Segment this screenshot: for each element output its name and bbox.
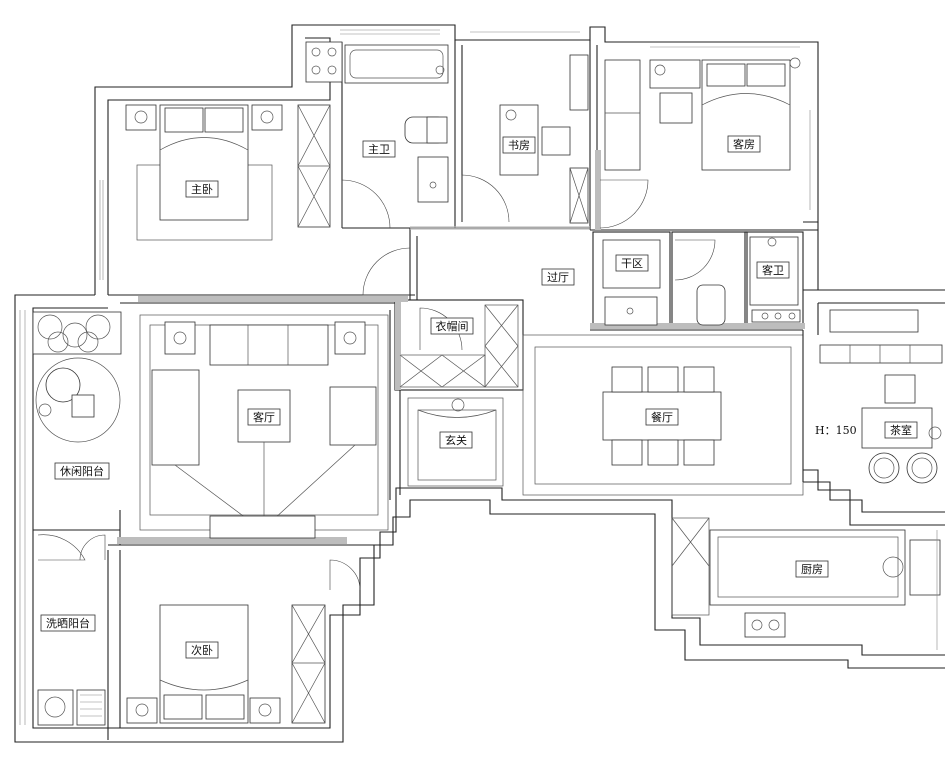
leisure-balcony-furniture [32,311,122,443]
svg-text:书房: 书房 [508,139,530,152]
laundry-balcony-fixtures [37,534,106,726]
foyer-fixtures [417,398,497,418]
label-dining-room: 餐厅 [645,408,679,426]
svg-text:客厅: 客厅 [253,410,275,424]
svg-text:茶室: 茶室 [890,423,912,437]
living-room-furniture [139,314,389,539]
svg-text:洗晒阳台: 洗晒阳台 [46,616,90,630]
svg-text:次卧: 次卧 [191,643,213,657]
svg-text:衣帽间: 衣帽间 [436,319,469,333]
label-master-bath: 主卫 [362,140,396,158]
svg-text:休闲阳台: 休闲阳台 [60,464,104,478]
svg-text:餐厅: 餐厅 [651,410,673,424]
hallway-fixtures [362,236,801,326]
label-laundry-balcony: 洗晒阳台 [40,614,96,632]
svg-text:客卫: 客卫 [762,263,784,277]
label-dry-area: 干区 [615,254,649,272]
master-bedroom-furniture [125,104,331,241]
label-guest-room: 客房 [727,135,761,153]
height-note: H：150 [815,424,857,437]
label-second-bedroom: 次卧 [185,641,219,659]
label-guest-bath: 客卫 [756,261,790,279]
svg-text:客房: 客房 [733,137,755,151]
label-kitchen: 厨房 [795,560,829,578]
master-bath-fixtures [305,41,449,229]
label-study: 书房 [502,136,536,154]
guest-room-furniture [599,57,801,229]
label-cloakroom: 衣帽间 [430,317,474,335]
window-marks [19,29,938,725]
dining-furniture [602,366,722,466]
label-leisure-balcony: 休闲阳台 [54,462,110,480]
label-hallway: 过厅 [541,268,575,286]
label-foyer: 玄关 [439,431,473,449]
label-tea-room: 茶室 [884,421,918,439]
svg-text:主卫: 主卫 [368,143,390,156]
label-living-room: 客厅 [247,408,281,426]
tea-room-furniture [819,309,943,484]
label-master-bedroom: 主卧 [185,180,219,198]
room-labels: 主卧 主卫 书房 客房 过厅 干区 客卫 衣帽间 [40,135,918,659]
cloakroom-fixtures [399,304,519,388]
svg-text:主卧: 主卧 [191,183,213,196]
svg-text:干区: 干区 [621,257,643,270]
svg-text:过厅: 过厅 [547,271,569,284]
svg-text:厨房: 厨房 [801,563,823,576]
svg-text:玄关: 玄关 [445,433,467,447]
kitchen-fixtures [671,517,941,638]
wall-hatching [117,150,805,544]
second-bedroom-furniture [126,559,361,724]
